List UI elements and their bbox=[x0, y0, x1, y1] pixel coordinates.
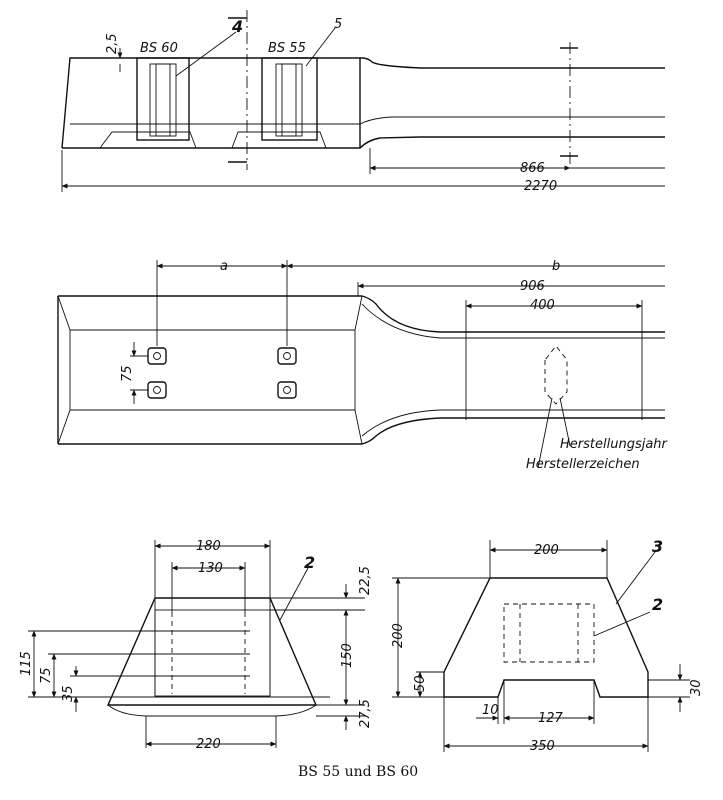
middle-view: a b 906 400 75 Herstellungsjahr Herstell… bbox=[57, 259, 669, 472]
label-bs60: BS 60 bbox=[140, 41, 178, 56]
label-herstellerzeichen: Herstellerzeichen bbox=[526, 457, 640, 472]
dim-200-side: 200 bbox=[391, 623, 406, 648]
section-left: 180 130 220 22,5 150 27,5 115 75 35 2 bbox=[19, 539, 373, 752]
label-part-2-right: 2 bbox=[652, 595, 663, 614]
dim-10: 10 bbox=[482, 703, 499, 718]
dim-50: 50 bbox=[413, 675, 428, 692]
dim-220: 220 bbox=[196, 737, 221, 752]
label-part-5: 5 bbox=[334, 17, 342, 32]
figure-caption: BS 55 und BS 60 bbox=[298, 764, 418, 780]
dim-906: 906 bbox=[520, 279, 545, 294]
dim-a: a bbox=[220, 259, 228, 274]
dim-866: 866 bbox=[520, 161, 545, 176]
dim-27-5: 27,5 bbox=[358, 699, 373, 728]
label-part-4: 4 bbox=[231, 17, 243, 36]
dim-35: 35 bbox=[61, 685, 76, 702]
top-view: BS 60 BS 55 4 5 2,5 866 2270 bbox=[61, 10, 665, 194]
dim-75: 75 bbox=[39, 667, 54, 684]
dim-30: 30 bbox=[689, 679, 704, 696]
dim-b: b bbox=[552, 259, 560, 274]
dim-2270: 2270 bbox=[524, 179, 557, 194]
dim-22-5: 22,5 bbox=[358, 566, 373, 595]
dim-150: 150 bbox=[340, 643, 355, 668]
label-part-2-left: 2 bbox=[304, 553, 315, 572]
label-part-3: 3 bbox=[652, 537, 663, 556]
dim-350: 350 bbox=[530, 739, 555, 754]
bolt-holes bbox=[147, 347, 297, 399]
dim-200-top: 200 bbox=[534, 543, 559, 558]
dim-2-5: 2,5 bbox=[105, 33, 120, 54]
dim-115: 115 bbox=[19, 651, 34, 676]
section-right: 200 200 50 30 10 127 350 3 2 bbox=[391, 537, 704, 754]
dim-127: 127 bbox=[538, 711, 564, 726]
dim-400: 400 bbox=[530, 298, 555, 313]
label-bs55: BS 55 bbox=[268, 41, 306, 56]
dim-75: 75 bbox=[120, 365, 135, 382]
dim-130: 130 bbox=[198, 561, 223, 576]
label-herstellungsjahr: Herstellungsjahr bbox=[560, 437, 669, 452]
dim-180: 180 bbox=[196, 539, 221, 554]
